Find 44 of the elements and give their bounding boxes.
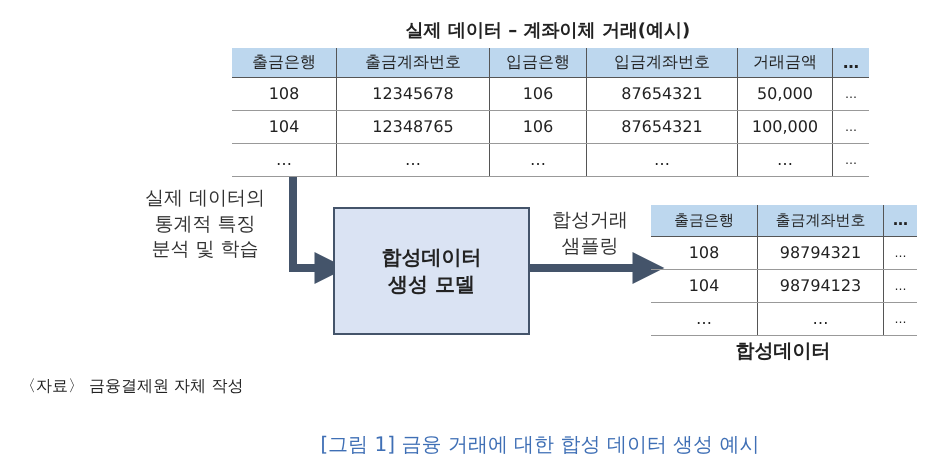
table-cell: 50,000 bbox=[738, 77, 832, 110]
table-cell: … bbox=[832, 143, 869, 176]
table-cell: 104 bbox=[232, 110, 336, 143]
table-cell: … bbox=[490, 143, 586, 176]
header-cell: … bbox=[832, 48, 869, 77]
source-note: 〈자료〉 금융결제원 자체 작성 bbox=[20, 376, 244, 397]
header-cell: … bbox=[884, 205, 917, 236]
table-title: 실제 데이터 – 계좌이체 거래(예시) bbox=[404, 19, 692, 42]
process-box: 합성데이터 생성 모델 bbox=[333, 207, 530, 335]
table-cell: … bbox=[758, 302, 884, 335]
table-cell: 106 bbox=[490, 110, 586, 143]
table-cell: … bbox=[738, 143, 832, 176]
table-cell: … bbox=[832, 110, 869, 143]
table-cell: … bbox=[336, 143, 490, 176]
table-cell: 100,000 bbox=[738, 110, 832, 143]
table-title: 합성데이터 bbox=[734, 339, 832, 364]
header-cell: 입금은행 bbox=[490, 48, 586, 77]
table-cell: … bbox=[884, 236, 917, 269]
edge-label: 실제 데이터의 통계적 특징 분석 및 학습 bbox=[144, 186, 266, 262]
header-cell: 출금은행 bbox=[651, 205, 758, 236]
table-cell: … bbox=[232, 143, 336, 176]
header-cell: 출금계좌번호 bbox=[758, 205, 884, 236]
table-cell: 12348765 bbox=[336, 110, 490, 143]
header-cell: 거래금액 bbox=[738, 48, 832, 77]
table-cell: 104 bbox=[651, 269, 758, 302]
table-cell: 98794321 bbox=[758, 236, 884, 269]
table-cell: … bbox=[832, 77, 869, 110]
arrow bbox=[530, 252, 664, 284]
table-cell: … bbox=[651, 302, 758, 335]
table-cell: … bbox=[586, 143, 738, 176]
table-cell: 87654321 bbox=[586, 77, 738, 110]
header-cell: 출금은행 bbox=[232, 48, 336, 77]
caption: [그림 1] 금융 거래에 대한 합성 데이터 생성 예시 bbox=[319, 431, 761, 458]
table-cell: … bbox=[884, 302, 917, 335]
table-cell: 87654321 bbox=[586, 110, 738, 143]
table-cell: 108 bbox=[232, 77, 336, 110]
edge-label: 합성거래 샘플링 bbox=[551, 208, 629, 259]
table-cell: 12345678 bbox=[336, 77, 490, 110]
table-cell: 106 bbox=[490, 77, 586, 110]
table-cell: 108 bbox=[651, 236, 758, 269]
table-cell: 98794123 bbox=[758, 269, 884, 302]
table-cell: … bbox=[884, 269, 917, 302]
header-cell: 출금계좌번호 bbox=[336, 48, 490, 77]
header-cell: 입금계좌번호 bbox=[586, 48, 738, 77]
